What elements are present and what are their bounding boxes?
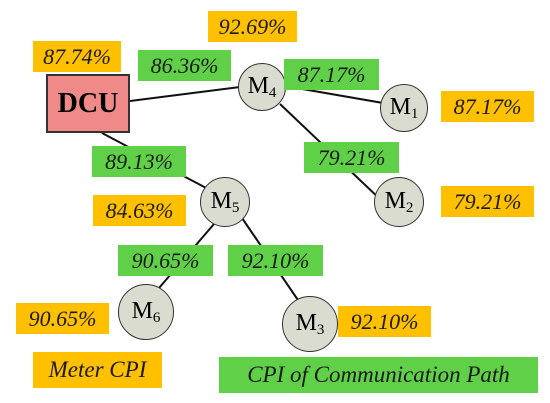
meter-subscript: 6 xyxy=(152,310,161,326)
meter-cpi-m1: 87.17% xyxy=(441,91,534,122)
path-cpi-m4-m1: 87.17% xyxy=(284,59,379,90)
meter-letter: M xyxy=(389,94,411,120)
path-cpi-m4-m2: 79.21% xyxy=(304,142,399,173)
meter-letter: M xyxy=(131,298,153,324)
meter-letter: M xyxy=(295,310,317,336)
meter-node-m6: M6 xyxy=(118,284,174,340)
meter-cpi-m6: 90.65% xyxy=(16,303,109,334)
meter-subscript: 4 xyxy=(268,85,277,101)
meter-cpi-m3: 92.10% xyxy=(338,306,431,337)
meter-letter: M xyxy=(384,188,406,214)
legend-path-cpi: CPI of Communication Path xyxy=(219,357,538,393)
path-cpi-m5-m6: 90.65% xyxy=(118,245,213,276)
meter-node-m4: M4 xyxy=(238,63,286,111)
meter-subscript: 5 xyxy=(231,200,240,216)
meter-node-m2: M2 xyxy=(374,177,424,227)
meter-node-m1: M1 xyxy=(380,84,428,132)
meter-subscript: 2 xyxy=(405,200,414,216)
dcu-node: DCU xyxy=(46,74,130,133)
meter-letter: M xyxy=(247,73,269,99)
meter-node-m3: M3 xyxy=(282,296,338,352)
path-cpi-dcu-m4: 86.36% xyxy=(138,50,231,81)
meter-cpi-m2: 79.21% xyxy=(441,186,534,217)
meter-cpi-m4: 92.69% xyxy=(208,11,297,42)
link-dcu-m4 xyxy=(129,86,241,102)
path-cpi-dcu-m5: 89.13% xyxy=(92,146,186,177)
meter-subscript: 3 xyxy=(316,322,325,338)
meter-subscript: 1 xyxy=(410,106,419,122)
legend-meter-cpi: Meter CPI xyxy=(33,352,162,388)
meter-letter: M xyxy=(210,188,232,214)
meter-cpi-dcu: 87.74% xyxy=(33,41,121,72)
meter-node-m5: M5 xyxy=(200,177,250,227)
path-cpi-m5-m3: 92.10% xyxy=(228,245,323,276)
meter-cpi-m5: 84.63% xyxy=(93,195,186,226)
